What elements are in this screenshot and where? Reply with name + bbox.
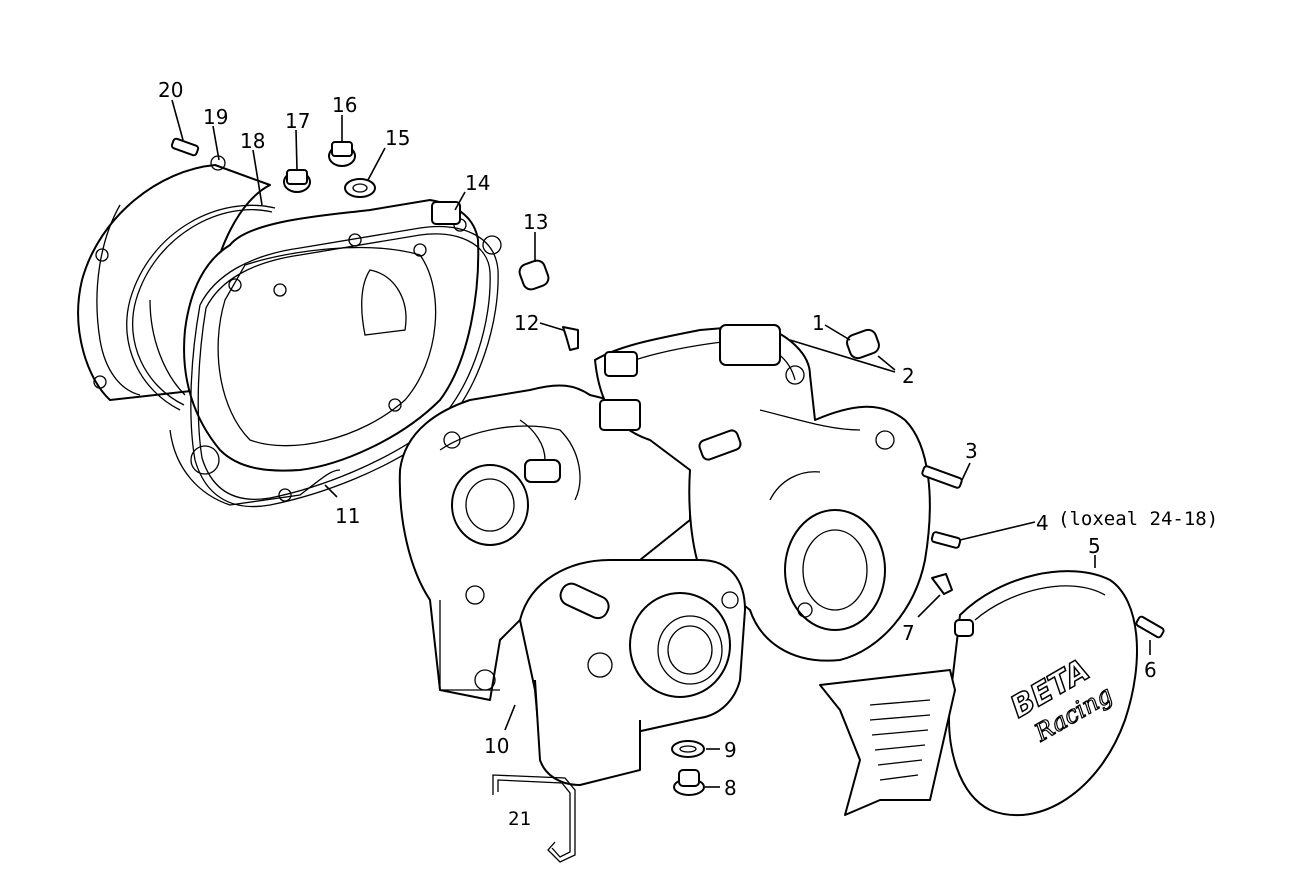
clutch-cover-main — [169, 199, 502, 506]
crankcase-left-half — [398, 384, 691, 701]
callout-16: 16 — [332, 93, 357, 117]
callout-5: 5 — [1088, 534, 1101, 558]
sprocket-guard — [819, 669, 956, 816]
callout-12: 12 — [514, 311, 539, 335]
callout-3: 3 — [965, 439, 978, 463]
callout-17: 17 — [285, 109, 310, 133]
callout-2: 2 — [902, 364, 915, 388]
callout-13: 13 — [523, 210, 548, 234]
clutch-cover-outer — [77, 155, 271, 401]
crankcase-right-half — [594, 324, 931, 662]
callout-9: 9 — [724, 738, 737, 762]
callout-21: 21 — [508, 808, 531, 830]
leader-lines — [171, 99, 1151, 788]
ignition-cover: BETA Racing — [948, 570, 1138, 817]
gearbox-housing — [439, 559, 746, 786]
callout-note: (loxeal 24-18) — [1058, 508, 1218, 530]
callout-8: 8 — [724, 776, 737, 800]
callout-7: 7 — [902, 621, 915, 645]
callout-14: 14 — [465, 171, 490, 195]
callout-6: 6 — [1144, 658, 1157, 682]
callout-4: 4 — [1036, 511, 1049, 535]
callout-20: 20 — [158, 78, 183, 102]
callout-19: 19 — [203, 105, 228, 129]
callout-11: 11 — [335, 504, 360, 528]
gasket-ring — [126, 204, 276, 411]
callout-15: 15 — [385, 126, 410, 150]
small-hardware — [170, 137, 1165, 863]
callout-18: 18 — [240, 129, 265, 153]
callout-labels: 1 2 3 4 (loxeal 24-18) 5 6 7 8 9 10 11 1… — [158, 78, 1218, 830]
callout-10: 10 — [484, 734, 509, 758]
callout-1: 1 — [812, 311, 825, 335]
